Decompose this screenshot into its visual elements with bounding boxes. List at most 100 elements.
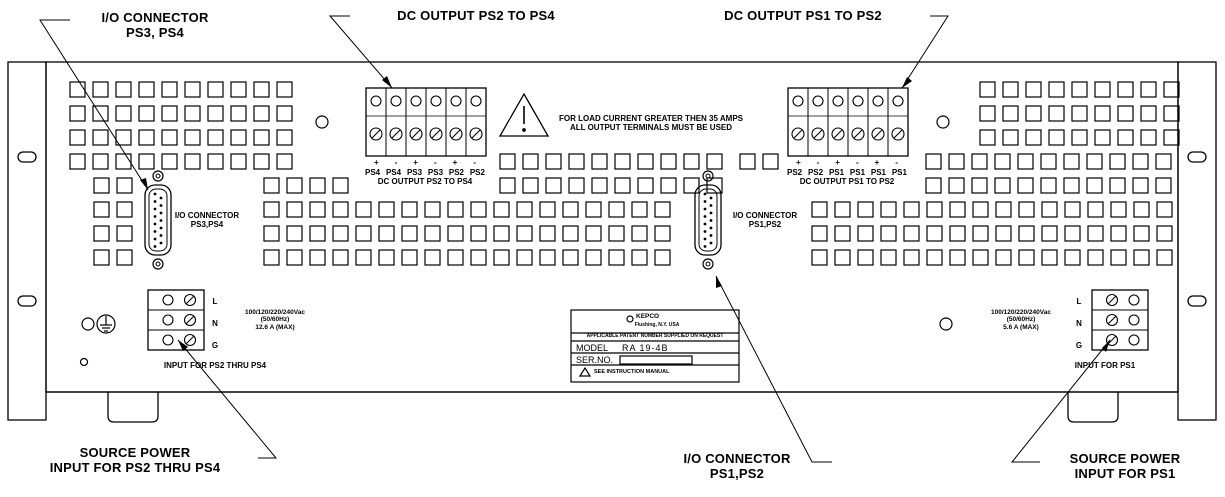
vent-slot	[286, 177, 303, 194]
callout-io-connector-ps3-ps4: I/O CONNECTOR PS3, PS4	[80, 10, 230, 41]
rating-line: (50/60Hz)	[1006, 316, 1036, 324]
vent-slot	[253, 129, 270, 146]
callout-line: PS3, PS4	[126, 24, 184, 40]
vent-slot	[562, 201, 579, 218]
vent-slot	[903, 225, 920, 242]
warning-line: ALL OUTPUT TERMINALS MUST BE USED	[569, 123, 733, 133]
vent-slot	[332, 201, 349, 218]
vent-slot	[811, 201, 828, 218]
vent-slot	[69, 129, 86, 146]
vent-slot	[545, 177, 562, 194]
vent-slot	[378, 201, 395, 218]
vent-slot	[309, 177, 326, 194]
vent-slot	[161, 153, 178, 170]
vent-slot	[516, 249, 533, 266]
vent-slot	[631, 201, 648, 218]
vent-slot	[1133, 225, 1150, 242]
vent-slot	[1063, 153, 1080, 170]
vent-slot	[276, 81, 293, 98]
right-ear-slot-bottom	[1187, 295, 1207, 307]
vent-slot	[309, 249, 326, 266]
vent-slot	[1071, 105, 1088, 122]
terminal-screw-icon	[1105, 333, 1119, 347]
terminal-hole	[430, 95, 442, 107]
vent-slot	[1140, 105, 1157, 122]
polarity-mark: -	[895, 158, 898, 167]
vent-slot	[93, 249, 110, 266]
vent-slot	[1071, 81, 1088, 98]
leader-arrowhead	[716, 276, 722, 288]
vent-slot	[1117, 105, 1134, 122]
vent-slot	[309, 225, 326, 242]
vent-slot	[880, 249, 897, 266]
terminal-hole	[892, 95, 904, 107]
nameplate-manual: SEE INSTRUCTION MANUAL	[594, 369, 670, 375]
vent-slot	[309, 201, 326, 218]
dc-left-terminal-labels: PS4 PS4 PS3 PS3 PS2 PS2 DC OUTPUT PS2 TO…	[365, 168, 485, 186]
vent-slot	[286, 225, 303, 242]
vent-slot	[1140, 129, 1157, 146]
vent-slot	[1048, 105, 1065, 122]
vent-slot	[138, 153, 155, 170]
vent-slot	[378, 225, 395, 242]
nameplate-patent: APPLICABLE PATENT NUMBER SUPPLIED ON REQ…	[586, 333, 724, 339]
vent-slot	[1109, 177, 1126, 194]
vent-slot	[654, 225, 671, 242]
vent-slot	[1041, 201, 1058, 218]
ac-row-label: N	[212, 319, 218, 328]
dc-left-polarity: + - + - + -	[366, 158, 484, 167]
terminal-screw-icon	[409, 127, 423, 141]
leader-arrowhead	[140, 178, 148, 190]
vent-slot	[926, 225, 943, 242]
vent-slot	[539, 249, 556, 266]
rating-line: 100/120/220/240Vac	[990, 309, 1051, 316]
ac-input-terminal-block-right	[1091, 289, 1149, 351]
vent-slot	[1041, 249, 1058, 266]
vent-slot	[654, 249, 671, 266]
vent-slot	[332, 249, 349, 266]
vent-slot	[92, 105, 109, 122]
vent-slot	[539, 225, 556, 242]
vent-slot	[207, 81, 224, 98]
vent-slot	[1040, 153, 1057, 170]
vent-slot	[116, 177, 133, 194]
callout-dc-output-ps1-ps2: DC OUTPUT PS1 TO PS2	[724, 8, 882, 23]
nameplate-model-value: RA 19-4B	[622, 343, 669, 353]
vent-slot	[925, 177, 942, 194]
vent-slot	[493, 225, 510, 242]
callout-line: INPUT FOR PS2 THRU PS4	[49, 459, 221, 475]
right-rack-ear	[1177, 61, 1217, 421]
vent-slot	[69, 81, 86, 98]
io-label-line: I/O CONNECTOR	[174, 211, 240, 220]
vent-slot	[493, 201, 510, 218]
vent-slot	[994, 153, 1011, 170]
callout-line: SOURCE POWER	[79, 445, 191, 460]
vent-slot	[1094, 81, 1111, 98]
ac-row-label: L	[1076, 297, 1082, 306]
terminal-hole	[470, 95, 482, 107]
vent-slot	[516, 201, 533, 218]
vent-slot	[470, 249, 487, 266]
vent-slot	[834, 225, 851, 242]
vent-slot	[614, 177, 631, 194]
vent-slot	[355, 249, 372, 266]
ac-row-label: G	[1075, 341, 1083, 350]
vent-slot	[184, 105, 201, 122]
vent-slot	[926, 201, 943, 218]
vent-slot	[614, 153, 631, 170]
terminal-screw-icon	[429, 127, 443, 141]
vent-slot	[1018, 249, 1035, 266]
vent-slot	[230, 153, 247, 170]
vent-slot	[811, 249, 828, 266]
dc-right-polarity: + - + - + -	[788, 158, 906, 167]
mounting-hole	[81, 317, 95, 331]
vent-slot	[184, 153, 201, 170]
vent-slot	[1017, 153, 1034, 170]
vent-slot	[92, 153, 109, 170]
vent-slot	[925, 153, 942, 170]
terminal-label: PS3	[406, 168, 423, 177]
leader-line	[177, 339, 278, 459]
vent-slot	[631, 225, 648, 242]
io-label-line: I/O CONNECTOR	[732, 211, 798, 220]
io-right-label: I/O CONNECTOR PS1,PS2	[728, 211, 802, 229]
